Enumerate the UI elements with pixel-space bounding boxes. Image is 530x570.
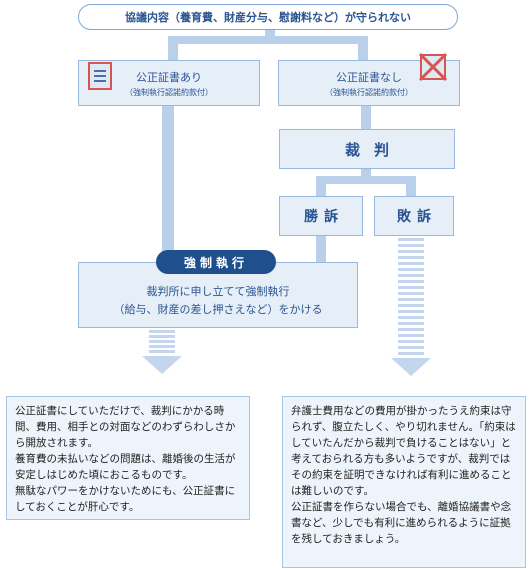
trial-box: 裁判 — [279, 129, 455, 169]
note-without-cert-p1: 弁護士費用などの費用が掛かったうえ約束は守られず、腹立たしく、やり切れません。「… — [291, 405, 516, 497]
connector-win-to-enforcement — [316, 236, 326, 262]
note-with-cert-p2: 養育費の未払いなどの問題は、離婚後の生活が安定しはじめた頃におこるものです。 — [15, 453, 236, 481]
problem-text: 協議内容（養育費、財産分与、慰謝料など）が守られない — [125, 11, 411, 24]
note-without-cert: 弁護士費用などの費用が掛かったうえ約束は守られず、腹立たしく、やり切れません。「… — [282, 396, 526, 568]
enforcement-line-2: （給与、財産の差し押さえなど）をかける — [113, 303, 323, 316]
note-with-cert-p3: 無駄なパワーをかけないためにも、公正証書にしておくことが肝心です。 — [15, 485, 236, 513]
win-box: 勝訴 — [279, 196, 363, 236]
note-without-cert-p2: 公正証書を作らない場合でも、離婚協議書や念書など、少しでも有利に進められるように… — [291, 501, 512, 545]
with-cert-sub: （強制執行認諾約款付） — [125, 87, 213, 97]
document-icon — [88, 62, 112, 90]
note-with-cert-p1: 公正証書にしていただけで、裁判にかかる時間、費用、相手との対面などのわずらわしさ… — [15, 405, 236, 449]
enforcement-box: 裁判所に申し立てて強制執行 （給与、財産の差し押さえなど）をかける — [78, 262, 358, 328]
enforcement-pill: 強制執行 — [156, 250, 276, 274]
connector-cert-to-enforcement — [162, 106, 174, 252]
down-arrow-icon — [391, 238, 431, 376]
problem-box: 協議内容（養育費、財産分与、慰謝料など）が守られない — [78, 4, 458, 30]
without-cert-label: 公正証書なし — [336, 70, 402, 84]
with-cert-label: 公正証書あり — [136, 70, 202, 84]
down-arrow-icon — [142, 330, 182, 374]
enforcement-pill-label: 強制執行 — [183, 255, 248, 270]
win-label: 勝訴 — [304, 209, 344, 225]
cross-icon — [418, 52, 448, 82]
note-with-cert: 公正証書にしていただけで、裁判にかかる時間、費用、相手との対面などのわずらわしさ… — [6, 396, 250, 520]
lose-box: 敗訴 — [374, 196, 454, 236]
trial-label: 裁判 — [344, 140, 403, 159]
enforcement-line-1: 裁判所に申し立てて強制執行 — [146, 285, 290, 298]
lose-label: 敗訴 — [397, 209, 437, 225]
without-cert-sub: （強制執行認諾約款付） — [325, 87, 413, 97]
